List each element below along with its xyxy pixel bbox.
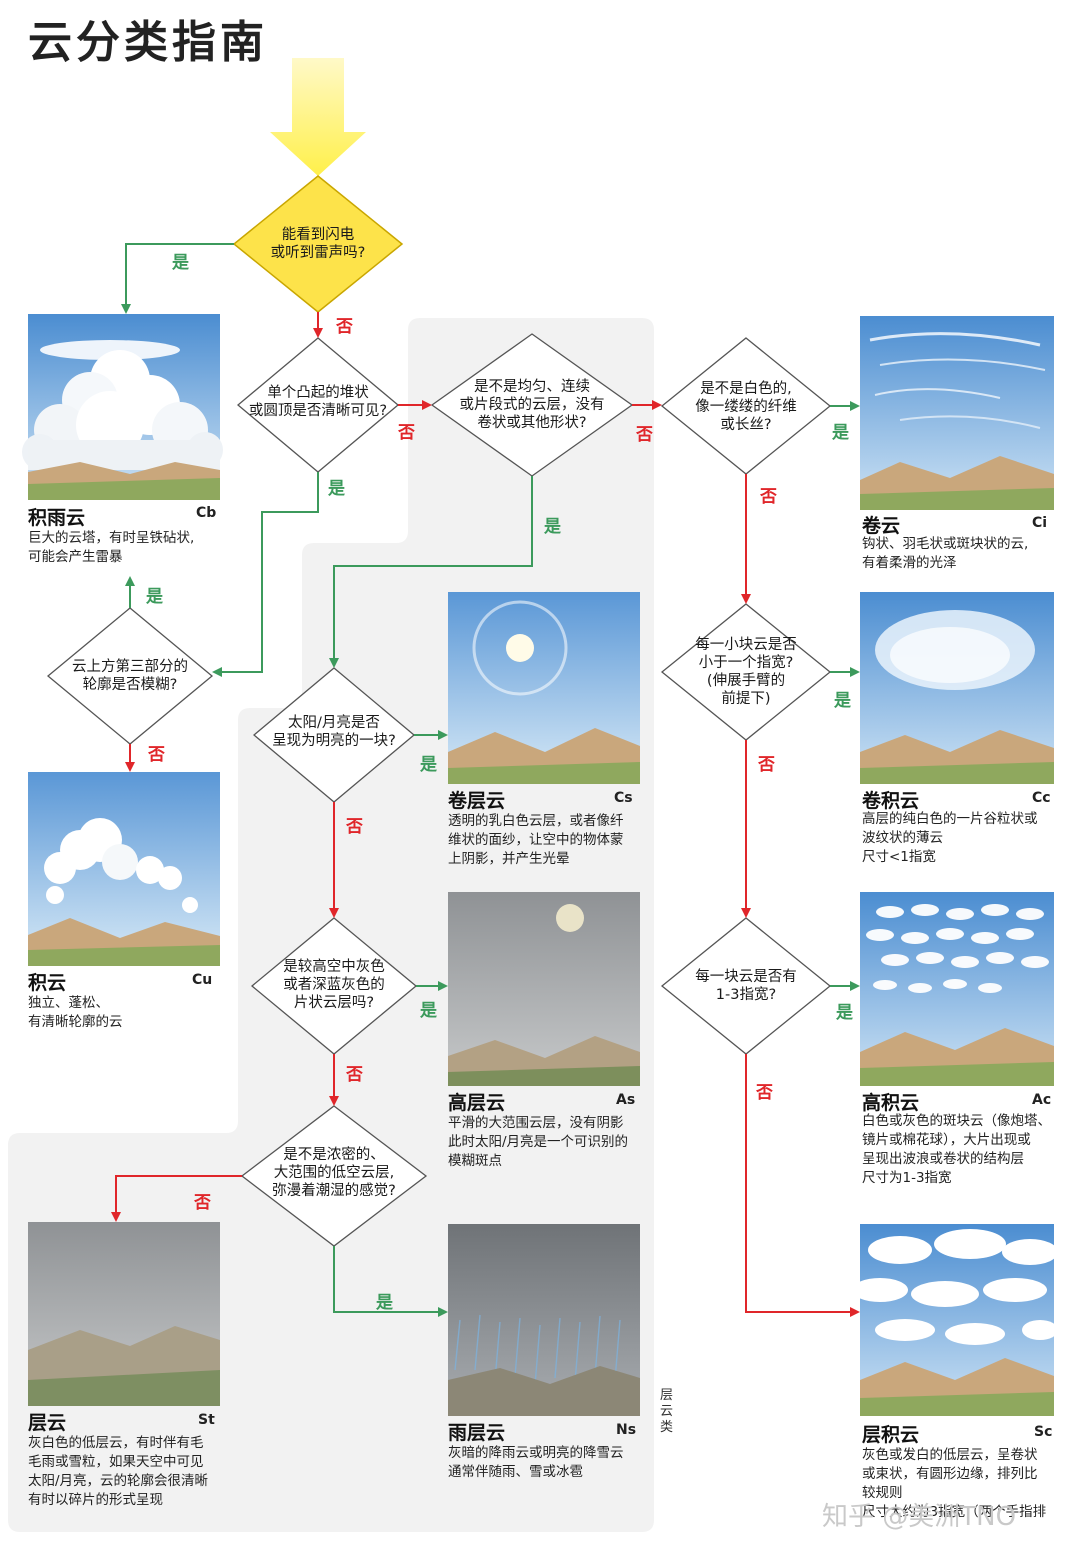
cc-name: 卷积云	[862, 790, 920, 812]
cc-abbr: Cc	[1032, 790, 1051, 806]
q5-text: 是不是白色的,像一缕缕的纤维或长丝?	[695, 381, 797, 433]
cs-photo	[448, 592, 640, 784]
sc-name: 层积云	[862, 1424, 920, 1446]
as-desc: 平滑的大范围云层，没有阴影此时太阳/月亮是一个可识别的模糊斑点	[448, 1115, 629, 1169]
ac-photo	[860, 892, 1054, 1086]
st-name: 层云	[28, 1412, 67, 1434]
cs-name: 卷层云	[448, 790, 506, 812]
ci-name: 卷云	[862, 515, 901, 537]
sc-photo	[852, 1224, 1058, 1416]
ci-desc: 钩状、羽毛状或斑块状的云,有着柔滑的光泽	[862, 536, 1029, 571]
st-desc: 灰白色的低层云，有时伴有毛毛雨或雪粒，如果天空中可见太阳/月亮，云的轮廓会很清晰…	[28, 1435, 209, 1508]
q8-no-label: 否	[346, 817, 363, 837]
cu-photo	[28, 772, 220, 966]
ns-desc: 灰暗的降雨云或明亮的降雪云通常伴随雨、雪或冰雹	[448, 1445, 624, 1480]
st-photo	[28, 1222, 220, 1406]
ac-abbr: Ac	[1032, 1092, 1052, 1108]
as-photo	[448, 892, 640, 1086]
cc-photo	[860, 592, 1054, 784]
q10-text: 是不是浓密的、大范围的低空云层,弥漫着潮湿的感觉?	[272, 1147, 396, 1199]
ci-abbr: Ci	[1032, 515, 1048, 531]
ns-abbr: Ns	[616, 1422, 637, 1438]
q1-no-label: 否	[336, 317, 353, 337]
q6-yes-label: 是	[834, 691, 851, 711]
ac-desc: 白色或灰色的斑块云（像炮塔、镜片或棉花球），大片出现或呈现出波浪或卷状的结构层尺…	[862, 1113, 1051, 1186]
q4-yes-label: 是	[544, 517, 561, 537]
stratus-family-label: 层云类	[660, 1388, 674, 1435]
q1-text: 能看到闪电或听到雷声吗?	[270, 227, 366, 261]
cu-abbr: Cu	[192, 972, 213, 988]
q9-text: 是较高空中灰色或者深蓝灰色的片状云层吗?	[283, 959, 385, 1011]
q6-no-label: 否	[758, 755, 775, 775]
q8-yes-label: 是	[420, 755, 437, 775]
q4-text: 是不是均匀、连续或片段式的云层，没有卷状或其他形状?	[459, 379, 605, 431]
sc-desc: 灰色或发白的低层云，呈卷状或束状，有圆形边缘，排列比较规则尺寸大约为3指宽（两个…	[862, 1447, 1047, 1520]
as-name: 高层云	[448, 1092, 506, 1114]
ac-name: 高积云	[862, 1092, 920, 1114]
ns-photo	[448, 1224, 640, 1416]
q5-no-label: 否	[760, 487, 777, 507]
q2-no-label: 否	[398, 423, 415, 443]
cs-desc: 透明的乳白色云层，或者像纤维状的面纱，让空中的物体蒙上阴影，并产生光晕	[448, 813, 624, 867]
sc-abbr: Sc	[1034, 1424, 1053, 1440]
cb-abbr: Cb	[196, 505, 217, 521]
q3-text: 云上方第三部分的轮廓是否模糊?	[72, 659, 188, 693]
q9-no-label: 否	[346, 1065, 363, 1085]
cb-desc: 巨大的云塔，有时呈铁砧状,可能会产生雷暴	[28, 530, 195, 565]
cu-desc: 独立、蓬松、有清晰轮廓的云	[28, 995, 123, 1030]
q3-no-label: 否	[148, 745, 165, 765]
cb-photo	[22, 314, 223, 500]
watermark: 知乎 @美洲TNO	[822, 1502, 1017, 1532]
cu-name: 积云	[28, 972, 67, 994]
q5-yes-label: 是	[832, 423, 849, 443]
q2-text: 单个凸起的堆状或圆顶是否清晰可见?	[248, 385, 388, 419]
q10-yes-label: 是	[376, 1293, 393, 1313]
q3-yes-label: 是	[146, 587, 163, 607]
q4-no-label: 否	[636, 425, 653, 445]
as-abbr: As	[616, 1092, 636, 1108]
q6-text: 每一小块云是否小于一个指宽?(伸展手臂的前提下)	[695, 637, 797, 707]
q1-yes-label: 是	[172, 253, 189, 273]
q8-text: 太阳/月亮是否呈现为明亮的一块?	[272, 715, 396, 749]
q10-no-label: 否	[194, 1193, 211, 1213]
q9-yes-label: 是	[420, 1001, 437, 1021]
cs-abbr: Cs	[614, 790, 633, 806]
ns-name: 雨层云	[448, 1422, 506, 1444]
start-arrow	[270, 58, 366, 176]
q7-yes-label: 是	[836, 1003, 853, 1023]
cb-name: 积雨云	[28, 507, 86, 529]
ci-photo	[860, 316, 1054, 510]
st-abbr: St	[198, 1412, 215, 1428]
cc-desc: 高层的纯白色的一片谷粒状或波纹状的薄云尺寸<1指宽	[862, 811, 1038, 865]
q7-no-label: 否	[756, 1083, 773, 1103]
q2-yes-label: 是	[328, 479, 345, 499]
chart-title: 云分类指南	[28, 17, 268, 68]
